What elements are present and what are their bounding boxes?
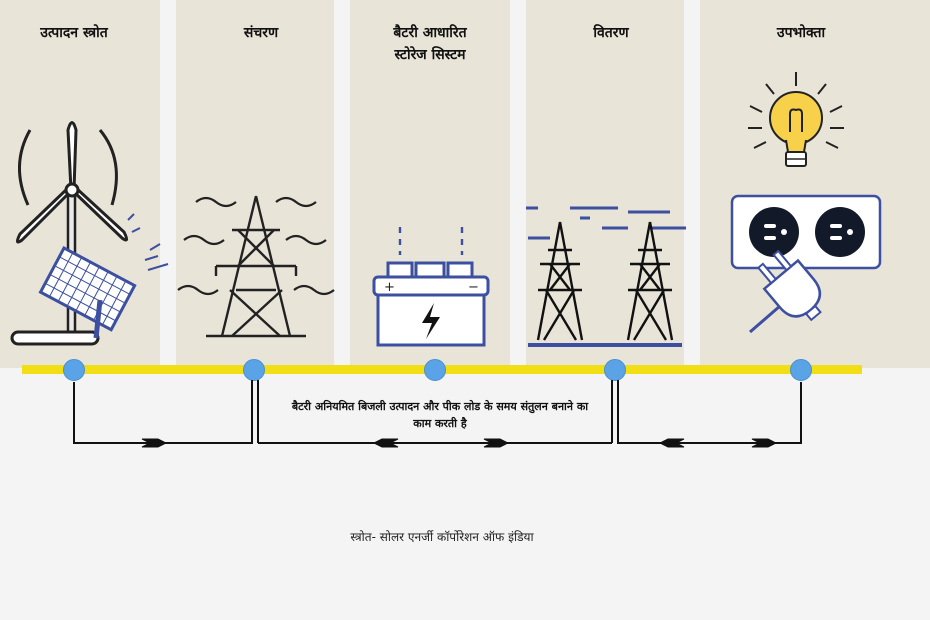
stage-title-battery: बैटरी आधारित स्टोरेज सिस्टम	[393, 25, 467, 63]
node-distribution	[604, 359, 626, 381]
svg-text:−: −	[468, 280, 479, 295]
transmission-tower-icon	[177, 195, 335, 338]
node-consumer	[790, 359, 812, 381]
battery-note: बैटरी अनियमित बिजली उत्पादन और पीक लोड क…	[291, 400, 589, 430]
battery-icon: + −	[372, 227, 490, 347]
stage-panel-transmission: संचरण	[176, 0, 334, 368]
node-generation	[63, 359, 85, 381]
wind-turbine-solar-panel-icon	[10, 121, 169, 346]
light-bulb-socket-icon	[730, 72, 882, 334]
node-battery	[424, 359, 446, 381]
stage-title-distribution: वितरण	[593, 25, 629, 41]
stage-panel-consumer: उपभोक्ता	[700, 0, 930, 368]
svg-text:+: +	[384, 280, 395, 295]
stage-title-transmission: संचरण	[243, 25, 279, 41]
distribution-towers-icon	[526, 206, 686, 347]
stage-title-generation: उत्पादन स्त्रोत	[40, 25, 108, 41]
stage-title-consumer: उपभोक्ता	[776, 25, 826, 41]
stage-panel-distribution: वितरण	[526, 0, 684, 368]
source-caption: स्त्रोत- सोलर एनर्जी कॉर्पोरेशन ऑफ इंडिय…	[350, 530, 534, 544]
node-transmission	[243, 359, 265, 381]
